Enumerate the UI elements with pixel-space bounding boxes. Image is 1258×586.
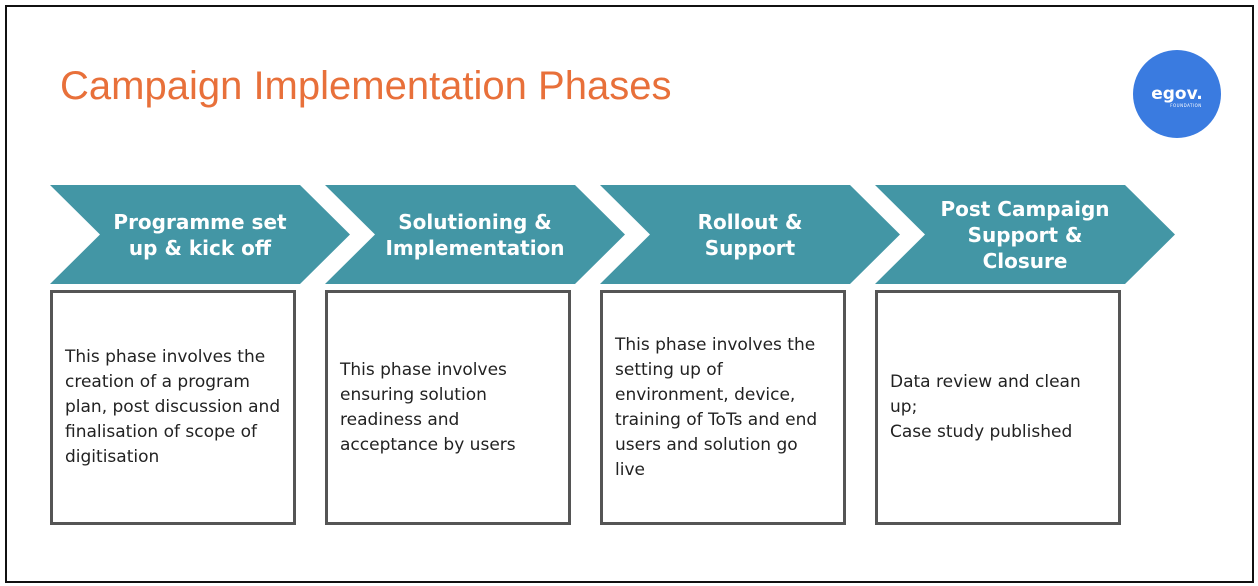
page-title: Campaign Implementation Phases <box>60 64 672 108</box>
phase-description-3: This phase involves the setting up of en… <box>615 334 818 480</box>
chevron-arrow-icon <box>875 185 1175 284</box>
egov-logo: egov. FOUNDATION <box>1133 50 1221 138</box>
phase-description-box-4: Data review and clean up; Case study pub… <box>875 290 1121 525</box>
phase-arrow-1: Programme set up & kick off <box>50 185 350 284</box>
phase-label-4: Post Campaign Support & Closure <box>940 196 1110 273</box>
phase-label-3: Rollout & Support <box>697 209 803 260</box>
chevron-arrow-icon <box>600 185 900 284</box>
phase-description-box-3: This phase involves the setting up of en… <box>600 290 846 525</box>
phase-description-box-1: This phase involves the creation of a pr… <box>50 290 296 525</box>
phase-label-2: Solutioning & Implementation <box>385 209 565 260</box>
logo-text: egov. <box>1151 83 1203 104</box>
phase-label-1: Programme set up & kick off <box>113 209 287 260</box>
logo-subtext: FOUNDATION <box>1170 102 1202 108</box>
phase-description-box-2: This phase involves ensuring solution re… <box>325 290 571 525</box>
phase-description-4: Data review and clean up; Case study pub… <box>890 372 1081 442</box>
phase-arrow-2: Solutioning & Implementation <box>325 185 625 284</box>
phase-description-1: This phase involves the creation of a pr… <box>65 347 281 467</box>
chevron-arrow-icon <box>325 185 625 284</box>
phase-arrow-4: Post Campaign Support & Closure <box>875 185 1175 284</box>
phase-arrow-3: Rollout & Support <box>600 185 900 284</box>
chevron-arrow-icon <box>50 185 350 284</box>
phase-description-2: This phase involves ensuring solution re… <box>340 359 516 455</box>
